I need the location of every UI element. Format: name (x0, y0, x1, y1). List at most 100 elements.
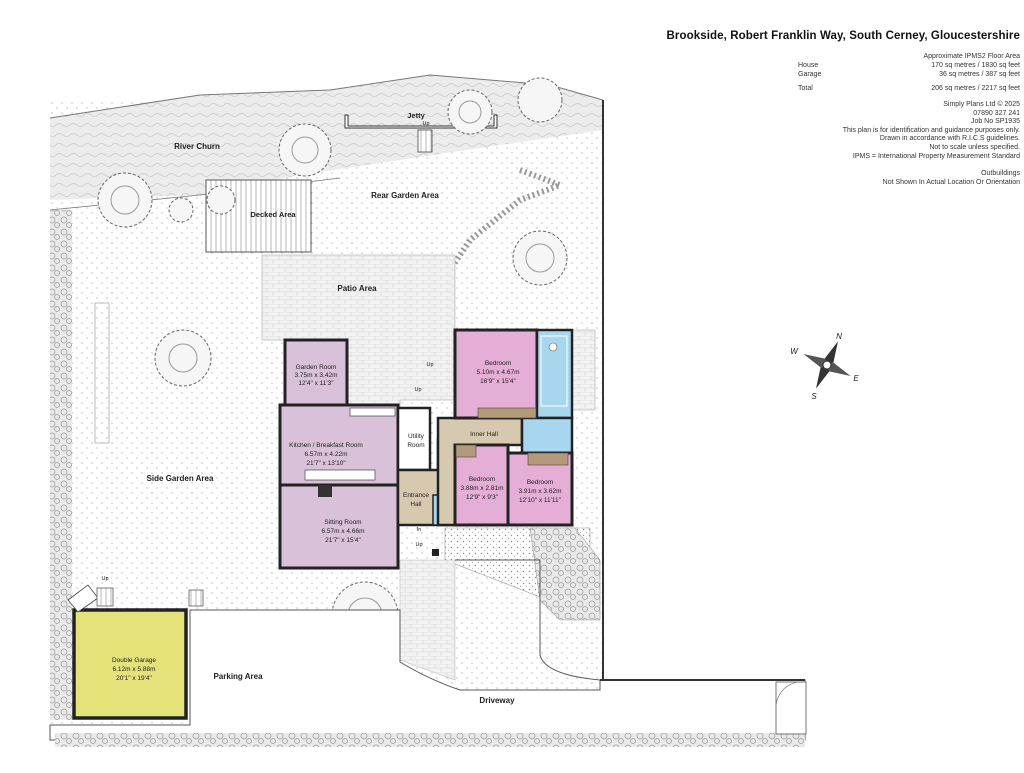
west-border (50, 210, 72, 720)
svg-text:Double Garage: Double Garage (112, 657, 156, 664)
area-summary: Approximate IPMS2 Floor Area House 170 s… (620, 52, 1020, 93)
note-line: This plan is for identification and guid… (842, 126, 1020, 134)
driveway-edge (455, 559, 601, 681)
utility-label: Utility Room (407, 433, 424, 449)
bathroom-fittings (540, 335, 568, 407)
compass-e-label: E (853, 374, 859, 383)
note-line: 07890 327 241 (973, 109, 1020, 117)
svg-text:12'9" x 9'3": 12'9" x 9'3" (466, 494, 499, 501)
svg-text:Hall: Hall (410, 501, 422, 508)
entrance-hall-label: Entrance Hall (403, 492, 429, 508)
area-heading: Approximate IPMS2 Floor Area (923, 53, 1021, 60)
svg-text:Bedroom: Bedroom (485, 360, 511, 367)
stove (318, 485, 332, 497)
up-marker: Up (426, 362, 433, 368)
compass-s-label: S (811, 392, 817, 401)
parking-label: Parking Area (213, 672, 263, 681)
svg-text:Utility: Utility (408, 433, 425, 440)
bedroom1-shape (453, 328, 539, 420)
compass-w-label: W (790, 347, 799, 356)
patio-label: Patio Area (337, 284, 377, 293)
area-label: Garage (798, 71, 822, 78)
garden-bed (94, 302, 110, 444)
sitting-room-shape (278, 483, 400, 570)
note-line: Job No SP1935 (970, 118, 1020, 126)
utility-shape (396, 406, 432, 472)
svg-text:21'7" x 13'10": 21'7" x 13'10" (306, 460, 346, 467)
tree-icon (278, 123, 332, 177)
river-label: River Churn (174, 142, 220, 151)
driveway-gate (775, 681, 807, 735)
bedroom3-label: Bedroom 3.91m x 3.62m 12'10" x 11'11" (519, 479, 562, 504)
svg-text:16'9" x 15'4": 16'9" x 15'4" (480, 378, 516, 385)
front-path (399, 559, 456, 681)
tree-icon (168, 197, 194, 223)
up-marker: Up (414, 387, 421, 393)
in-marker: In (417, 527, 422, 533)
svg-text:6.57m x 4.66m: 6.57m x 4.66m (322, 528, 365, 535)
svg-text:5.10m x 4.67m: 5.10m x 4.67m (477, 369, 520, 376)
decked-label: Decked Area (250, 210, 296, 219)
note-line: Simply Plans Ltd © 2025 (943, 101, 1020, 108)
kitchen-label: Kitchen / Breakfast Room 6.57m x 4.22m 2… (289, 442, 363, 467)
area-value: 170 sq metres / 1830 sq feet (931, 62, 1020, 69)
svg-text:12'10" x 11'11": 12'10" x 11'11" (519, 497, 562, 504)
tree-icon (154, 329, 212, 387)
svg-text:3.75m x 3.42m: 3.75m x 3.42m (295, 372, 338, 379)
bedroom1-label: Bedroom 5.10m x 4.67m 16'9" x 15'4" (477, 360, 520, 385)
wardrobe (527, 452, 569, 466)
up-marker: Up (101, 576, 108, 582)
house (278, 328, 574, 570)
tree-icon (206, 185, 236, 215)
south-verge (55, 733, 805, 747)
gate-swing (775, 681, 807, 709)
doorstep-marker (432, 549, 439, 556)
up-marker: Up (422, 121, 429, 127)
garage-label: Double Garage 6.12m x 5.88m 20'1" x 19'4… (112, 657, 156, 682)
note-line: Not to scale unless specified. (929, 143, 1020, 151)
jetty-steps (417, 129, 433, 153)
bathroom-shape (520, 416, 574, 455)
river-bank-north (49, 74, 604, 119)
area-row-house: House 170 sq metres / 1830 sq feet (620, 61, 1020, 70)
plan-header: Brookside, Robert Franklin Way, South Ce… (620, 30, 1020, 187)
compass-n-label: N (836, 332, 842, 341)
svg-text:3.88m x 2.81m: 3.88m x 2.81m (461, 485, 504, 492)
svg-text:Garden Room: Garden Room (296, 364, 337, 371)
svg-text:6.12m x 5.88m: 6.12m x 5.88m (113, 666, 156, 673)
side-garden-label: Side Garden Area (147, 474, 214, 483)
jetty-label: Jetty (407, 111, 425, 120)
plan-notes: Simply Plans Ltd © 2025 07890 327 241 Jo… (620, 101, 1020, 161)
note-line: Not Shown In Actual Location Or Orientat… (882, 178, 1020, 186)
svg-text:21'7" x 15'4": 21'7" x 15'4" (325, 537, 361, 544)
up-marker: Up (415, 542, 422, 548)
compass-icon (803, 341, 851, 389)
svg-text:Entrance: Entrance (403, 492, 429, 499)
tree-icon (447, 89, 493, 135)
tree-icon (517, 77, 563, 123)
wardrobe (455, 444, 477, 458)
wardrobe (477, 407, 537, 419)
svg-text:20'1" x 19'4": 20'1" x 19'4" (116, 675, 152, 682)
garage-steps (96, 587, 114, 607)
svg-text:Kitchen / Breakfast Room: Kitchen / Breakfast Room (289, 442, 363, 449)
svg-text:Room: Room (407, 442, 424, 449)
svg-text:12'4" x 11'3": 12'4" x 11'3" (298, 380, 334, 387)
note-line: Drawn in accordance with R.I.C.S guideli… (879, 135, 1020, 143)
area-row-total: Total 206 sq metres / 2217 sq feet (620, 84, 1020, 93)
garage-steps (188, 589, 204, 607)
area-label: Total (798, 85, 813, 92)
area-heading-row: Approximate IPMS2 Floor Area (620, 52, 1021, 61)
garage-shape (72, 608, 188, 720)
driveway-label: Driveway (479, 696, 515, 705)
area-label: House (798, 62, 819, 69)
rear-garden-label: Rear Garden Area (371, 191, 439, 200)
note-line: Outbuildings (981, 170, 1020, 178)
area-value: 206 sq metres / 2217 sq feet (931, 85, 1020, 92)
note-line: IPMS = International Property Measuremen… (852, 152, 1020, 160)
area-value: 36 sq metres / 387 sq feet (939, 71, 1020, 78)
bedroom2-label: Bedroom 3.88m x 2.81m 12'9" x 9'3" (461, 476, 504, 501)
kitchen-worktop (304, 469, 376, 481)
